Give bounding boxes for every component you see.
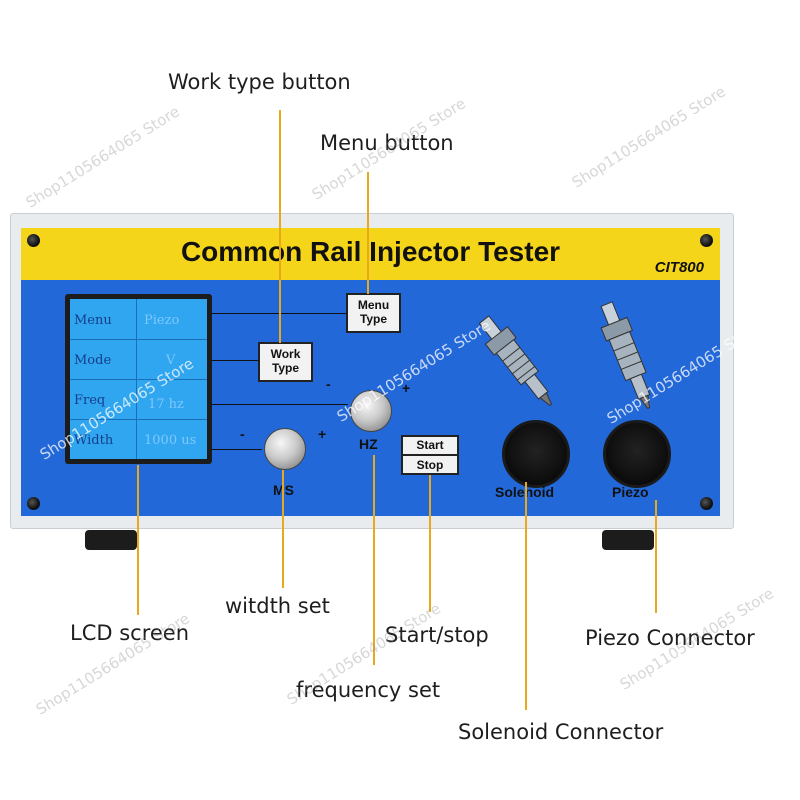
store-watermark: Shop1105664065 Store xyxy=(22,102,183,212)
frequency-leader xyxy=(373,455,375,665)
lcd-label-freq: Freq xyxy=(74,393,106,408)
menu-button-callout: Menu button xyxy=(320,131,454,155)
piezo-leader xyxy=(655,500,657,613)
lcd-wire xyxy=(212,404,348,405)
solenoid-connector-callout: Solenoid Connector xyxy=(458,720,664,744)
menu-type-line2: Type xyxy=(359,312,388,326)
title-banner: Common Rail Injector Tester CIT800 xyxy=(21,228,720,280)
lcd-screen-callout: LCD screen xyxy=(70,621,190,645)
frequency-plus-sign: + xyxy=(402,380,411,396)
piezo-injector-icon xyxy=(600,301,651,409)
piezo-connector-callout: Piezo Connector xyxy=(585,626,755,650)
screw-icon xyxy=(27,497,40,510)
work-type-line1: Work xyxy=(270,347,301,361)
solenoid-connector[interactable] xyxy=(502,420,570,488)
menu-leader xyxy=(367,172,369,294)
lcd-wire xyxy=(212,449,262,450)
lcd-display: Menu Piezo Mode V Freq 17 hz Width 1000 … xyxy=(70,299,207,459)
menu-type-line1: Menu xyxy=(357,298,390,312)
width-leader xyxy=(282,470,284,588)
work-type-button-callout: Work type button xyxy=(168,70,351,94)
work-type-button[interactable]: Work Type xyxy=(258,342,313,382)
lcd-value-freq: 17 hz xyxy=(148,397,184,412)
model-number: CIT800 xyxy=(654,259,704,276)
width-minus-sign: - xyxy=(240,426,245,442)
screw-icon xyxy=(700,497,713,510)
width-plus-sign: + xyxy=(318,426,327,442)
width-set-callout: witdth set xyxy=(225,594,330,618)
screw-icon xyxy=(700,234,713,247)
lcd-screen: Menu Piezo Mode V Freq 17 hz Width 1000 … xyxy=(65,294,212,464)
right-foot xyxy=(602,530,654,550)
lcd-label-mode: Mode xyxy=(74,353,112,368)
work-type-leader xyxy=(279,110,281,343)
screw-icon xyxy=(27,234,40,247)
lcd-label-menu: Menu xyxy=(74,313,112,328)
piezo-label: Piezo xyxy=(612,484,649,500)
solenoid-label: Solenoid xyxy=(495,484,554,500)
store-watermark: Shop1105664065 Store xyxy=(568,82,729,192)
lcd-value-width: 1000 us xyxy=(144,433,197,448)
width-knob[interactable] xyxy=(264,428,306,470)
frequency-minus-sign: - xyxy=(326,376,331,392)
work-type-line2: Type xyxy=(271,361,300,375)
lcd-value-mode: V xyxy=(166,353,176,368)
stop-label: Stop xyxy=(416,458,444,472)
left-foot xyxy=(85,530,137,550)
piezo-connector[interactable] xyxy=(603,420,671,488)
start-stop-leader xyxy=(429,475,431,612)
frequency-set-callout: frequency set xyxy=(296,678,441,702)
lcd-label-width: Width xyxy=(74,433,114,448)
lcd-value-menu: Piezo xyxy=(144,313,180,328)
start-stop-callout: Start/stop xyxy=(385,623,489,647)
lcd-wire xyxy=(212,360,258,361)
frequency-knob[interactable] xyxy=(350,390,392,432)
start-stop-button[interactable]: Start Stop xyxy=(401,435,459,475)
solenoid-leader xyxy=(525,482,527,710)
lcd-leader xyxy=(137,465,139,615)
menu-type-button[interactable]: Menu Type xyxy=(346,293,401,333)
device-title: Common Rail Injector Tester xyxy=(180,236,561,267)
hz-label: HZ xyxy=(359,436,378,452)
solenoid-injector-icon xyxy=(478,315,553,407)
start-label: Start xyxy=(403,438,457,456)
